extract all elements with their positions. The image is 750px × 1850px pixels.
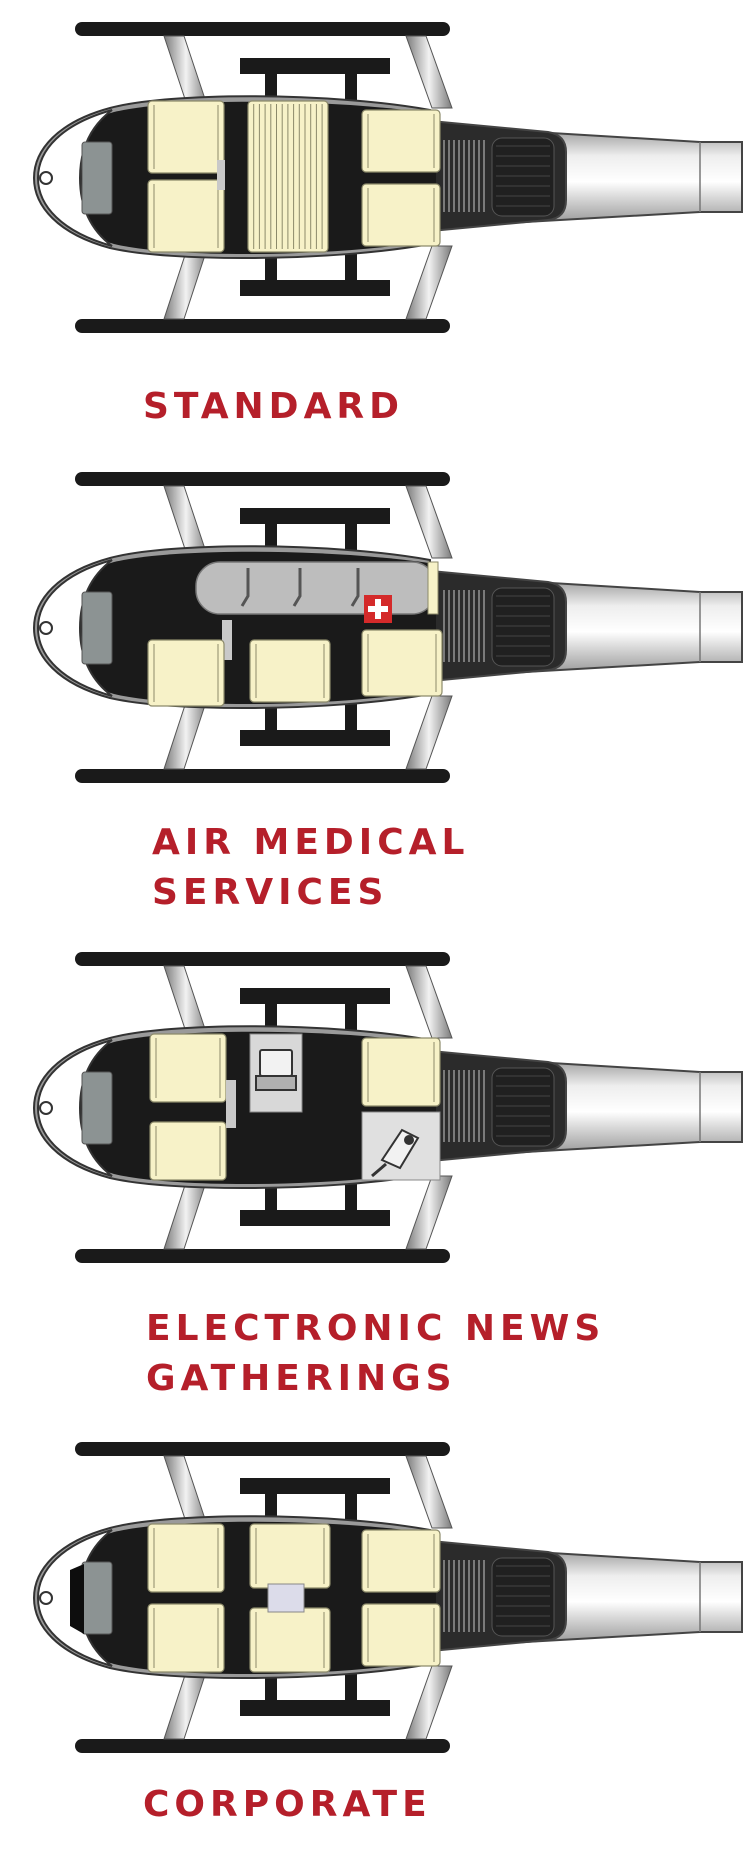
landing-strut (405, 1665, 453, 1740)
nose-light-icon (39, 1591, 53, 1605)
instrument-console (81, 591, 113, 665)
cabin-floor (44, 101, 436, 255)
caption-standard: STANDARD (143, 382, 404, 432)
engine-grille (491, 1067, 555, 1147)
beam-top (240, 1478, 390, 1494)
beam-bottom (240, 1700, 390, 1716)
skid-top (75, 1442, 450, 1456)
caption-line: CORPORATE (143, 1784, 432, 1825)
seat-front-left (149, 1033, 227, 1103)
stretcher (195, 561, 437, 615)
interior-standard (147, 100, 441, 253)
cabin-floor (44, 1521, 436, 1675)
caption-line: SERVICES (152, 872, 389, 913)
medical-cross-icon-bar (368, 606, 388, 612)
camera-icon-lens (404, 1135, 414, 1145)
beam-top (240, 988, 390, 1004)
monitor-base (255, 1075, 297, 1091)
skid-bottom (75, 319, 450, 333)
nose-light-icon (39, 171, 53, 185)
seat-club-left (249, 1523, 331, 1589)
beam-post (345, 74, 357, 104)
seat-console (226, 1080, 236, 1128)
seat-front-right (149, 1121, 227, 1181)
skid-bottom (75, 769, 450, 783)
helicopter-news-diagram (32, 952, 743, 1263)
landing-strut (405, 485, 453, 559)
seat-club-right (249, 1607, 331, 1673)
seat-front-left (147, 100, 225, 174)
caption-corporate: CORPORATE (143, 1780, 432, 1830)
caption-air-medical: AIR MEDICAL SERVICES (152, 818, 469, 918)
landing-strut (405, 1455, 453, 1529)
caption-news: ELECTRONIC NEWS GATHERINGS (146, 1304, 605, 1404)
skid-top (75, 472, 450, 486)
caption-line: AIR MEDICAL (152, 822, 470, 863)
cockpit-divider (70, 1564, 84, 1634)
beam-post (345, 1494, 357, 1524)
stretcher-strap (292, 568, 302, 607)
beam-post (345, 1670, 357, 1700)
beam-post (345, 250, 357, 280)
seat-rear (361, 629, 443, 697)
instrument-console (81, 1071, 113, 1145)
beam-bottom (240, 280, 390, 296)
seat-rear-left (361, 1529, 441, 1593)
interior-medical (147, 561, 443, 707)
landing-strut (405, 1175, 453, 1250)
seat-console (222, 620, 232, 660)
beam-top (240, 58, 390, 74)
monitor-icon (259, 1049, 293, 1077)
helicopter-standard-diagram (32, 22, 743, 333)
landing-strut (405, 965, 453, 1039)
instrument-console (81, 1561, 113, 1635)
seat-rear-right (361, 183, 441, 247)
seat-rear (361, 1037, 441, 1107)
engine-grille (491, 587, 555, 667)
instrument-console (81, 141, 113, 215)
beam-post (345, 1180, 357, 1210)
skid-bottom (75, 1249, 450, 1263)
beam-post (345, 1004, 357, 1034)
helicopter-air-medical-diagram (32, 472, 743, 783)
seat-rear-left (361, 109, 441, 173)
interior-news (149, 1033, 441, 1181)
interior-corporate (70, 1523, 441, 1673)
caption-line: GATHERINGS (146, 1358, 457, 1399)
seat-front-left (147, 639, 225, 707)
beam-top (240, 508, 390, 524)
beam-post (345, 700, 357, 730)
cabin-floor (44, 1031, 436, 1185)
seat-console (217, 160, 225, 190)
beam-post (345, 524, 357, 554)
landing-strut (405, 245, 453, 320)
skid-bottom (75, 1739, 450, 1753)
landing-strut (405, 35, 453, 109)
caption-line: ELECTRONIC NEWS (146, 1308, 606, 1349)
engine-grille (491, 137, 555, 217)
stretcher-headrest (427, 561, 439, 615)
seat-front-right (147, 179, 225, 253)
stretcher-strap (240, 568, 250, 607)
cabin-table (267, 1583, 305, 1613)
seat-rear-right (361, 1603, 441, 1667)
engine-grille (491, 1557, 555, 1637)
caption-line: STANDARD (143, 386, 405, 427)
nose-light-icon (39, 1101, 53, 1115)
seat-attendant (249, 639, 331, 703)
landing-strut (405, 695, 453, 770)
skid-top (75, 22, 450, 36)
beam-bottom (240, 730, 390, 746)
seat-front-right (147, 1603, 225, 1673)
beam-bottom (240, 1210, 390, 1226)
stretcher-strap (350, 568, 360, 607)
camera-icon-handle (371, 1162, 387, 1178)
helicopter-corporate-diagram (32, 1442, 743, 1753)
seat-front-left (147, 1523, 225, 1593)
skid-top (75, 952, 450, 966)
nose-light-icon (39, 621, 53, 635)
